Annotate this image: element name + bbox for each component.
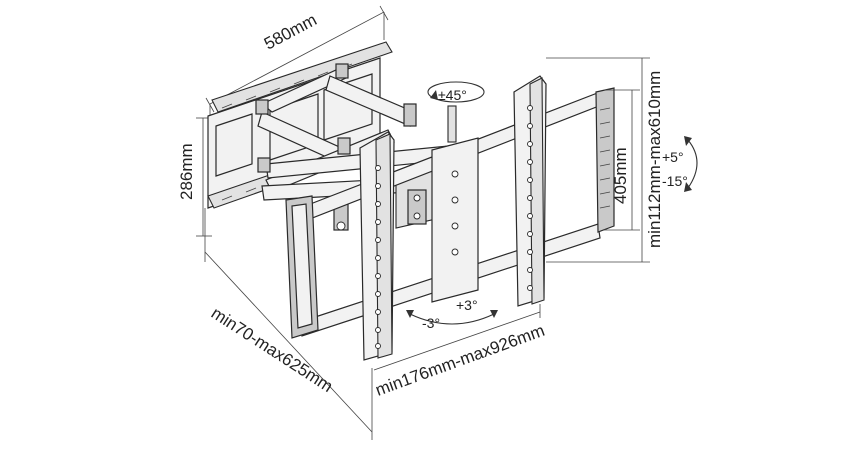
tilt-up-label: +5° [662,149,684,165]
vertical-arm-right [513,75,547,307]
dimension-top-width-label: 580mm [261,10,320,53]
dimension-arm-width-label: min176mm-max926mm [373,321,547,400]
dimension-vesa-vertical-label: min112mm-max610mm [645,71,664,248]
dimension-arm-width: min176mm-max926mm [373,304,547,400]
rotate-left-label: -3° [422,315,440,331]
vertical-arm-left [359,131,395,361]
center-plate [431,105,479,303]
dimension-plate-height: 286mm [177,117,212,237]
swivel-angle-label: ±45° [438,87,467,103]
dimension-frame-height-label: 405mm [611,147,630,204]
dimension-vesa-vertical: min112mm-max610mm [546,57,664,263]
swivel-indicator: ±45° [427,81,485,103]
dimension-plate-height-label: 286mm [177,143,196,200]
tilt-indicator: +5° -15° [662,136,698,192]
dimension-frame-height: 405mm [604,89,640,231]
rotate-right-label: +3° [456,297,478,313]
tilt-down-label: -15° [662,173,688,189]
rotation-indicator: -3° +3° [406,297,498,331]
